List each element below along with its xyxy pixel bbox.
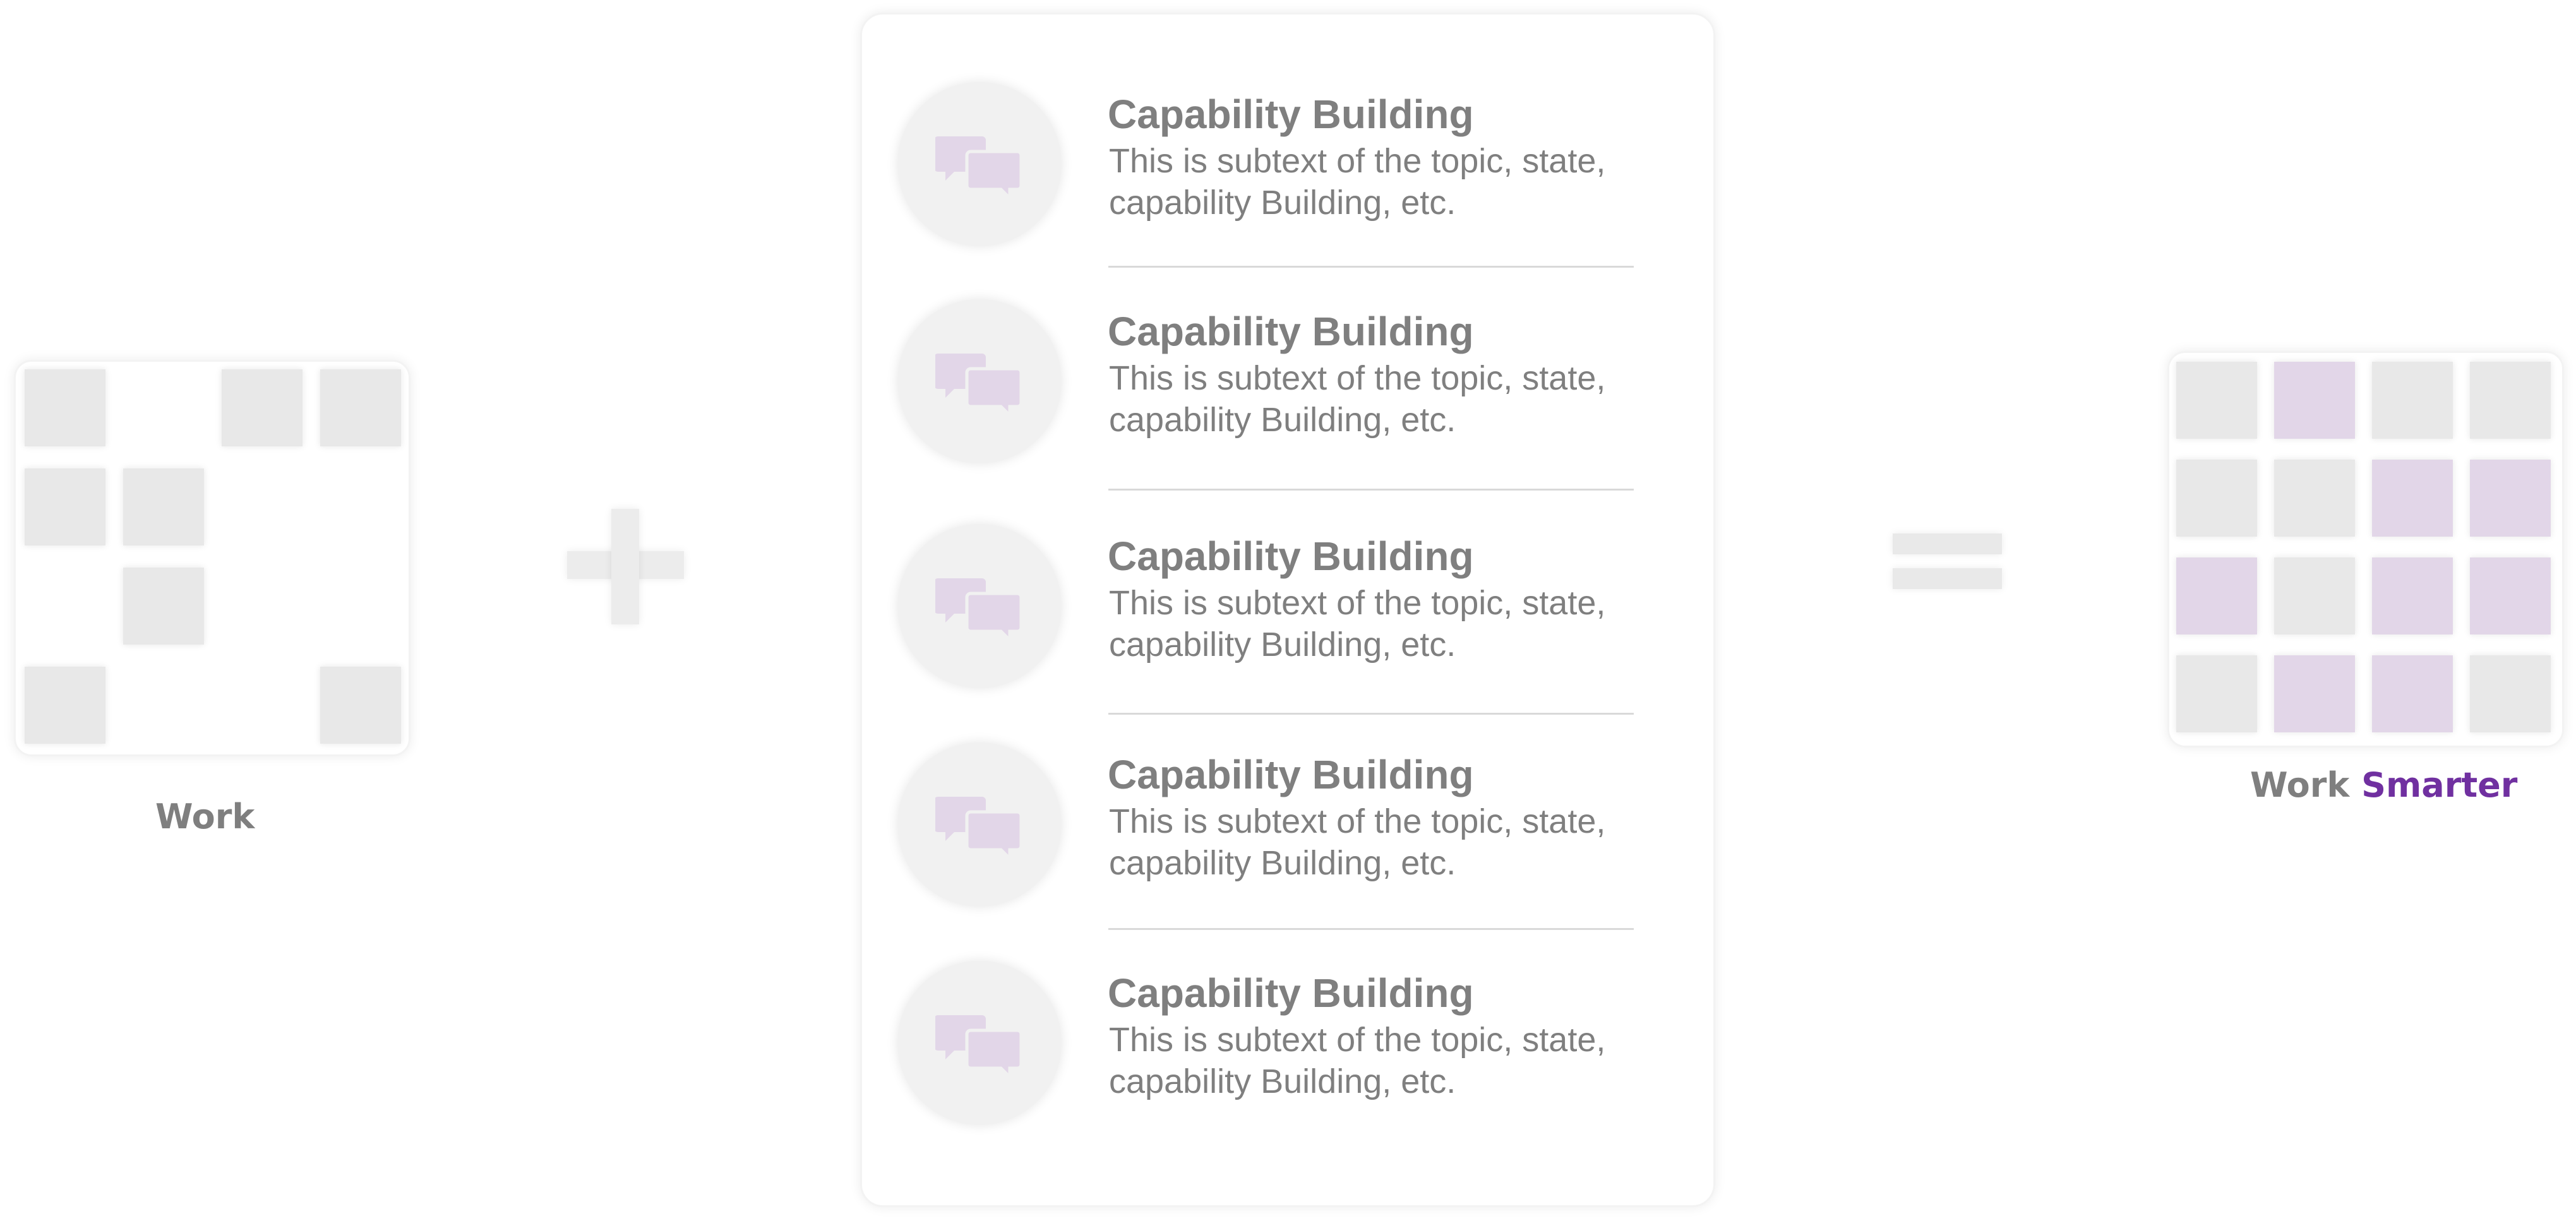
work-smarter-label-part2: Smarter — [2361, 765, 2518, 805]
work-smarter-tile — [2470, 460, 2551, 537]
work-smarter-tile — [2470, 655, 2551, 732]
work-tile — [320, 667, 401, 744]
work-label: Work — [155, 797, 255, 837]
capability-item-title: Capability Building — [1108, 309, 1474, 354]
work-smarter-tile — [2470, 557, 2551, 634]
capability-item: Capability Building This is subtext of t… — [896, 961, 1634, 1144]
work-tile — [25, 369, 105, 446]
work-smarter-tile — [2372, 460, 2453, 537]
work-tile — [320, 369, 401, 446]
capability-item-title: Capability Building — [1108, 752, 1474, 797]
work-smarter-tile — [2176, 362, 2257, 439]
work-tile — [123, 568, 204, 645]
item-divider — [1108, 713, 1634, 715]
work-tile — [25, 468, 105, 545]
work-smarter-tile — [2274, 460, 2355, 537]
work-smarter-tile — [2274, 655, 2355, 732]
capability-item-title: Capability Building — [1108, 92, 1474, 137]
work-smarter-tile — [2372, 362, 2453, 439]
work-smarter-tile — [2470, 362, 2551, 439]
work-smarter-tile — [2372, 557, 2453, 634]
work-smarter-label-part1: Work — [2250, 765, 2350, 805]
work-smarter-tile — [2176, 460, 2257, 537]
work-smarter-tile — [2176, 557, 2257, 634]
capability-item-subtext: This is subtext of the topic, state, cap… — [1109, 142, 1606, 222]
work-tile — [25, 667, 105, 744]
item-divider — [1108, 266, 1634, 268]
capability-item: Capability Building This is subtext of t… — [896, 524, 1634, 707]
work-smarter-tile — [2372, 655, 2453, 732]
capability-item: Capability Building This is subtext of t… — [896, 742, 1634, 926]
capability-item: Capability Building This is subtext of t… — [896, 82, 1634, 265]
chat-bubbles-icon — [897, 299, 1062, 463]
chat-bubbles-icon — [897, 524, 1062, 688]
chat-bubbles-icon — [897, 82, 1062, 246]
capability-item-title: Capability Building — [1108, 533, 1474, 579]
work-smarter-tile — [2176, 655, 2257, 732]
capability-item-subtext: This is subtext of the topic, state, cap… — [1109, 584, 1606, 664]
work-tile — [222, 369, 303, 446]
work-smarter-tile — [2274, 557, 2355, 634]
work-tile — [123, 468, 204, 545]
capability-item-subtext: This is subtext of the topic, state, cap… — [1109, 359, 1606, 439]
work-smarter-tile — [2274, 362, 2355, 439]
capability-item: Capability Building This is subtext of t… — [896, 299, 1634, 482]
chat-bubbles-icon — [897, 742, 1062, 907]
work-smarter-label: Work Smarter — [2250, 765, 2517, 805]
chat-bubbles-icon — [897, 961, 1062, 1125]
item-divider — [1108, 489, 1634, 491]
capability-item-subtext: This is subtext of the topic, state, cap… — [1109, 802, 1606, 882]
item-divider — [1108, 928, 1634, 930]
capability-item-subtext: This is subtext of the topic, state, cap… — [1109, 1021, 1606, 1100]
capability-item-title: Capability Building — [1108, 970, 1474, 1016]
